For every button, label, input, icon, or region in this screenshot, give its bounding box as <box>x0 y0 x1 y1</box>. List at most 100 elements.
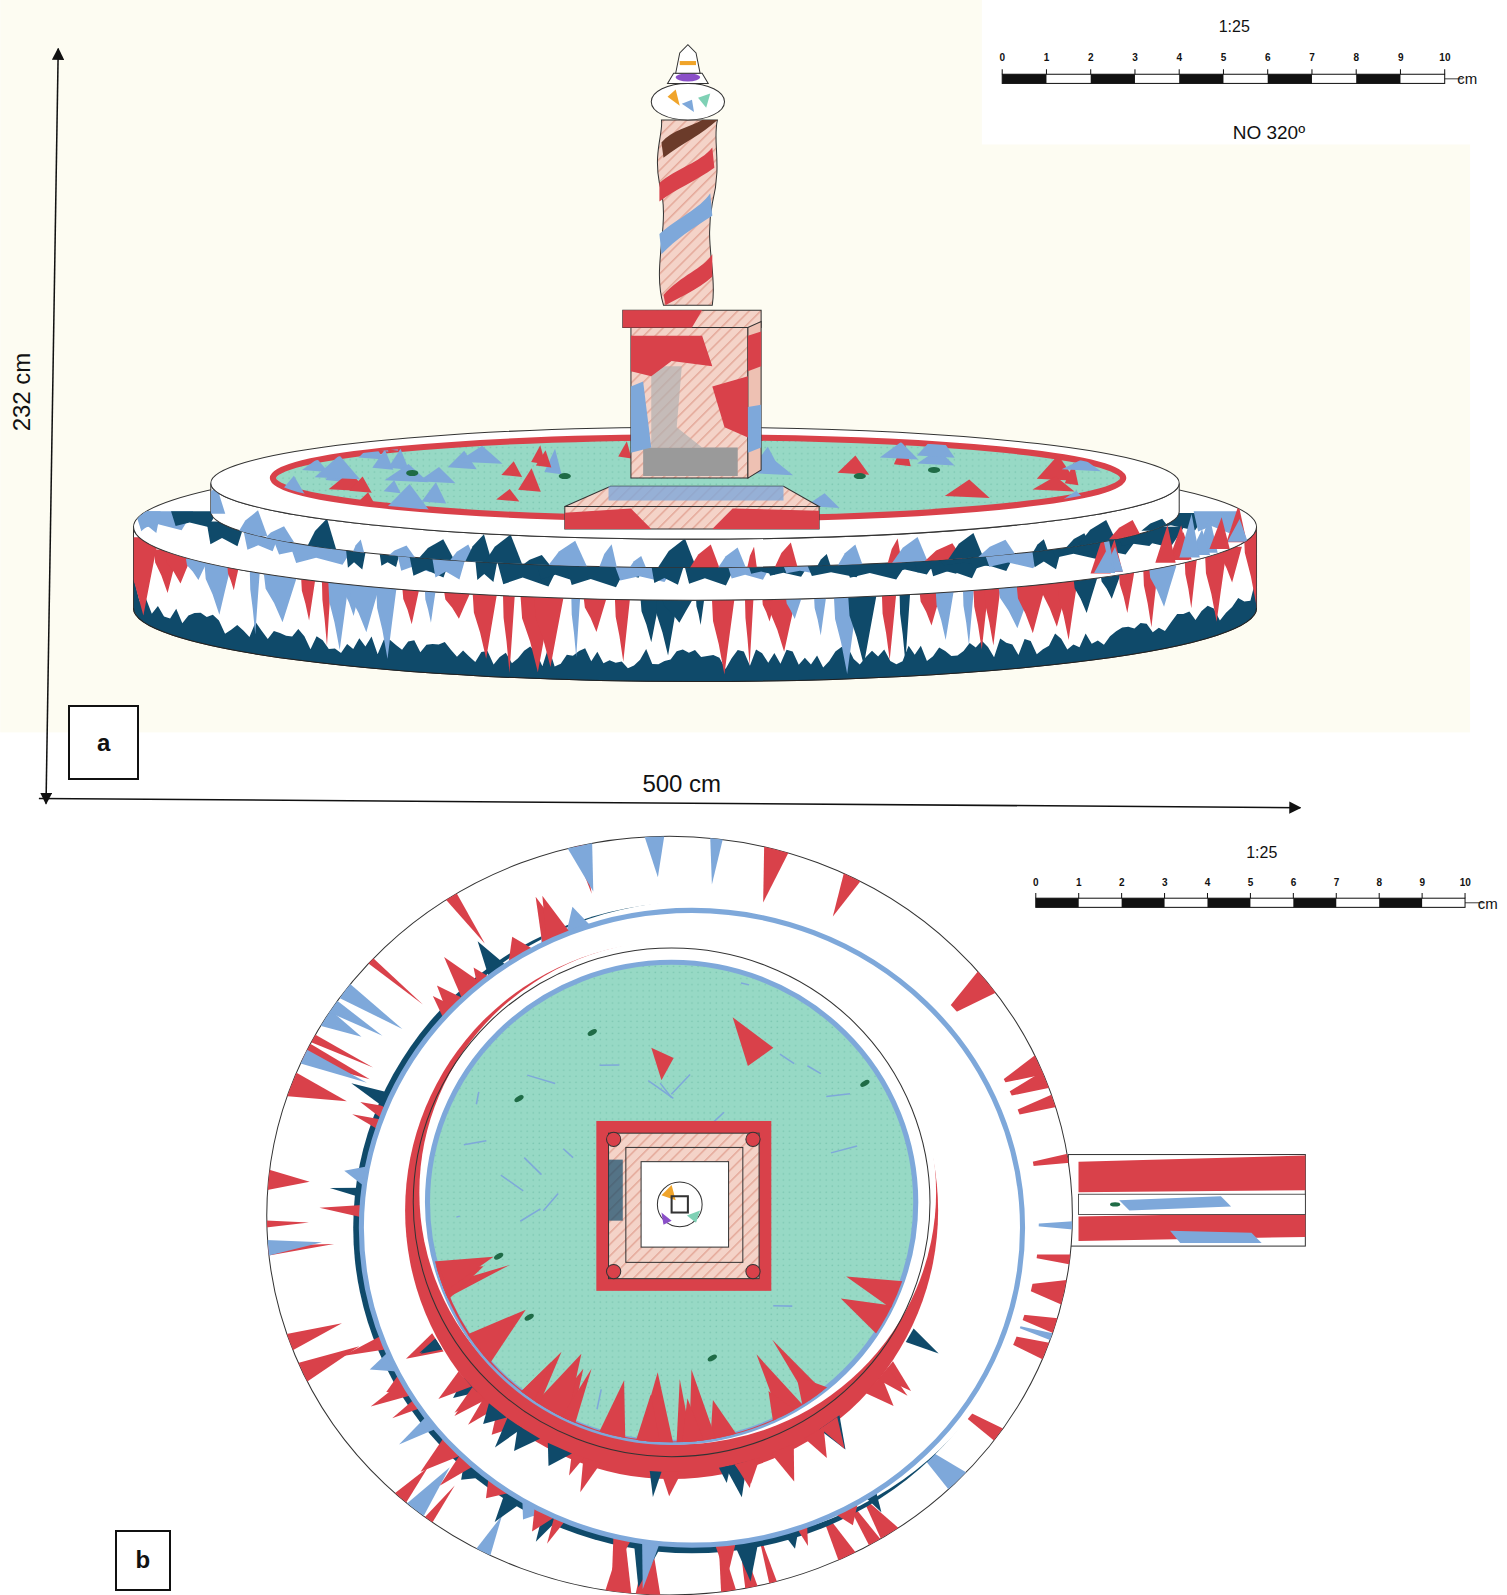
damage-mark <box>389 1467 428 1509</box>
scale-tick <box>1121 893 1122 898</box>
scale-segment <box>1122 898 1165 907</box>
scale-segment <box>1091 74 1135 83</box>
damage-mark <box>279 1069 347 1102</box>
damage-mark <box>642 829 665 878</box>
damage-mark <box>661 1185 675 1200</box>
damage-mark <box>473 593 498 659</box>
damage-mark <box>503 594 515 673</box>
upper-ring-plan <box>361 910 1022 1545</box>
biological-mark <box>854 473 866 479</box>
dimension-label: 232 cm <box>10 352 34 431</box>
damage-mark <box>900 593 911 662</box>
damage-mark <box>712 598 735 674</box>
crack-line <box>476 1092 478 1104</box>
panel-letter: a <box>97 731 110 755</box>
crack-line <box>524 1158 541 1175</box>
damage-mark <box>1062 459 1101 472</box>
panel-letter-box: a <box>68 705 139 780</box>
damage-mark <box>659 193 712 254</box>
damage-mark <box>518 1352 562 1409</box>
damage-mark <box>291 1346 360 1386</box>
damage-mark <box>518 468 541 491</box>
damage-mark <box>416 539 455 561</box>
damage-mark <box>661 120 717 158</box>
damage-mark <box>520 555 551 566</box>
corner-mark <box>746 1132 760 1146</box>
scale-tick <box>1356 69 1357 74</box>
scale-number: 3 <box>1162 878 1168 888</box>
damage-mark <box>631 381 651 452</box>
damage-mark <box>650 1471 662 1497</box>
damage-mark <box>419 1338 441 1353</box>
damage-mark <box>559 1368 591 1427</box>
damage-mark <box>376 586 397 659</box>
damage-mark <box>661 1472 682 1497</box>
crack-line <box>660 1083 671 1098</box>
scale-frame <box>1002 74 1444 83</box>
scale-tick <box>1164 893 1165 898</box>
damage-mark <box>534 596 564 667</box>
scale-number: 10 <box>1439 53 1450 63</box>
damage-layer <box>125 45 1484 1595</box>
outer-ring-damage <box>259 829 1081 1595</box>
scale-segment <box>1293 898 1336 907</box>
scale-tick <box>1207 893 1208 898</box>
basin-edge <box>413 948 930 1457</box>
damage-mark <box>384 464 428 482</box>
crack-line <box>773 1305 792 1307</box>
damage-mark <box>838 456 870 475</box>
damage-mark <box>833 866 865 917</box>
damage-mark <box>668 90 680 106</box>
damage-mark <box>804 1427 826 1458</box>
damage-mark <box>682 100 694 112</box>
scale-tick <box>1293 893 1294 898</box>
damage-mark <box>735 1459 755 1488</box>
damage-mark <box>917 433 955 457</box>
damage-mark <box>385 545 415 558</box>
damage-mark <box>880 442 919 459</box>
biological-mark <box>859 1079 870 1088</box>
crack-line <box>671 1074 690 1094</box>
scale-number: 9 <box>1398 53 1404 63</box>
damage-mark <box>846 1276 907 1311</box>
crack-line <box>527 1075 555 1083</box>
damage-mark <box>719 1466 731 1483</box>
scale-tick <box>1422 893 1423 898</box>
damage-mark <box>495 1418 522 1448</box>
scale-tick <box>1223 69 1224 74</box>
damage-mark <box>1205 552 1226 621</box>
biological-mark <box>707 1353 718 1362</box>
crack-line <box>520 1209 540 1221</box>
damage-mark <box>279 1323 342 1354</box>
damage-mark <box>661 1213 671 1225</box>
biological-mark <box>587 1028 598 1037</box>
damage-mark <box>1061 437 1084 459</box>
damage-mark <box>1149 565 1177 606</box>
damage-mark <box>322 996 382 1036</box>
damage-mark <box>1061 491 1088 503</box>
damage-mark <box>330 1188 364 1198</box>
damage-mark <box>733 1017 774 1066</box>
scale-number: 7 <box>1334 878 1340 888</box>
pedestal-loss <box>643 448 738 476</box>
scale-number: 6 <box>1265 53 1271 63</box>
crack-line <box>807 1066 820 1074</box>
damage-mark <box>472 1516 502 1563</box>
scale-tick <box>1400 69 1401 74</box>
damage-mark <box>548 1443 572 1466</box>
corner-mark <box>607 1264 621 1278</box>
damage-mark <box>734 1539 759 1582</box>
biological-mark <box>524 1313 535 1322</box>
urn <box>651 83 724 120</box>
damage-mark <box>349 477 371 493</box>
biological-mark <box>406 470 418 476</box>
crack-line <box>826 1094 850 1097</box>
crack-line <box>741 983 749 985</box>
scale-segment <box>1268 74 1312 83</box>
crack-line <box>501 1175 523 1191</box>
damage-mark <box>676 73 700 81</box>
drawing-label: 500 cm <box>642 772 721 796</box>
panel-letter-box: b <box>115 1530 171 1591</box>
biological-mark <box>513 1094 524 1103</box>
damage-mark <box>963 589 974 645</box>
